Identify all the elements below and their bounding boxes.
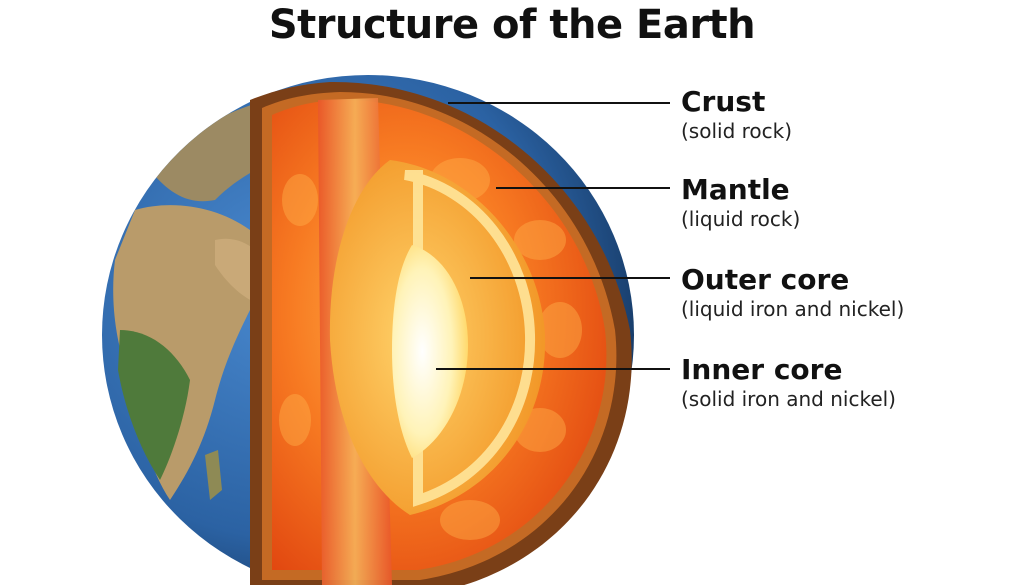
mantle-label: Mantle (liquid rock) <box>681 174 800 232</box>
inner-core-layer <box>392 245 468 458</box>
island-madagascar <box>205 450 222 500</box>
outer-core-rim <box>404 170 536 507</box>
leader-lines <box>436 102 670 370</box>
crust-label-description: (solid rock) <box>681 119 793 143</box>
outer-core-label-description: (liquid iron and nickel) <box>681 297 905 321</box>
mantle-label-description: (liquid rock) <box>681 207 801 231</box>
diagram-title: Structure of the Earth <box>268 2 756 48</box>
inner-core-label-description: (solid iron and nickel) <box>681 387 896 411</box>
outer-core-label-name: Outer core <box>681 263 850 296</box>
continent-africa-forest <box>118 330 190 480</box>
mantle-label-name: Mantle <box>681 173 790 206</box>
inner-core-label-name: Inner core <box>681 353 843 386</box>
outer-core-label: Outer core (liquid iron and nickel) <box>681 264 904 322</box>
crust-label-name: Crust <box>681 85 766 118</box>
inner-core-label: Inner core (solid iron and nickel) <box>681 354 896 412</box>
crust-label: Crust (solid rock) <box>681 86 792 144</box>
